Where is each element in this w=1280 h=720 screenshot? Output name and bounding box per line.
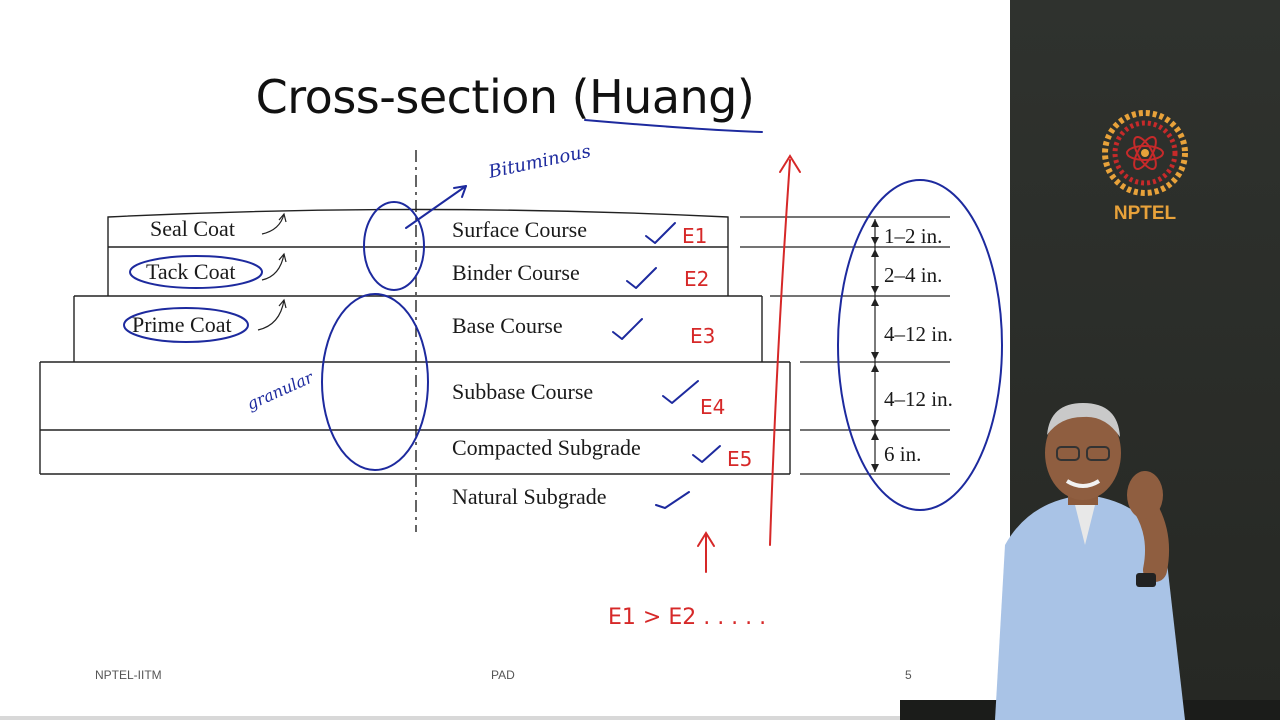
layer-compacted-subgrade: Compacted Subgrade [452,435,641,460]
layer-subbase-course: Subbase Course [452,379,593,404]
nptel-logo: NPTEL [1102,110,1188,224]
modulus-e5: E5 [727,447,752,471]
modulus-e2: E2 [684,267,709,291]
blue-annotations [123,119,1003,511]
slide: Cross-section (Huang) [0,0,1010,716]
modulus-e3: E3 [690,324,715,348]
layer-binder-course: Binder Course [452,260,580,285]
page-number: 5 [905,668,912,682]
modulus-e1: E1 [682,224,707,248]
label-seal-coat: Seal Coat [150,216,235,241]
layer-surface-course: Surface Course [452,217,587,242]
nptel-logo-text: NPTEL [1114,203,1177,224]
pavement-cross-section-diagram: Seal Coat Tack Coat Prime Coat Surface C… [39,119,1003,630]
slide-bottom-edge [0,716,1010,720]
binder-course-block [107,247,729,296]
slide-title: Cross-section (Huang) [255,70,755,124]
thickness-subbase: 4–12 in. [884,387,953,411]
thickness-subgrade: 6 in. [884,442,921,466]
annotation-granular: granular [244,367,317,414]
presenter-figure [900,403,1280,720]
modulus-relation: E1 > E2 . . . . . [608,605,766,630]
subbase-course-block [39,362,791,474]
surface-course-block [107,208,729,247]
red-annotations [697,154,801,573]
thickness-binder: 2–4 in. [884,263,942,287]
thickness-base: 4–12 in. [884,322,953,346]
label-prime-coat: Prime Coat [132,312,232,337]
layer-natural-subgrade: Natural Subgrade [452,484,607,509]
annotation-bituminous: Bituminous [486,141,593,183]
footer-left: NPTEL-IITM [95,668,162,682]
thickness-surface: 1–2 in. [884,224,942,248]
base-course-block [73,296,763,362]
modulus-e4: E4 [700,395,725,419]
label-tack-coat: Tack Coat [146,259,235,284]
footer-center: PAD [491,668,515,682]
layer-base-course: Base Course [452,313,563,338]
